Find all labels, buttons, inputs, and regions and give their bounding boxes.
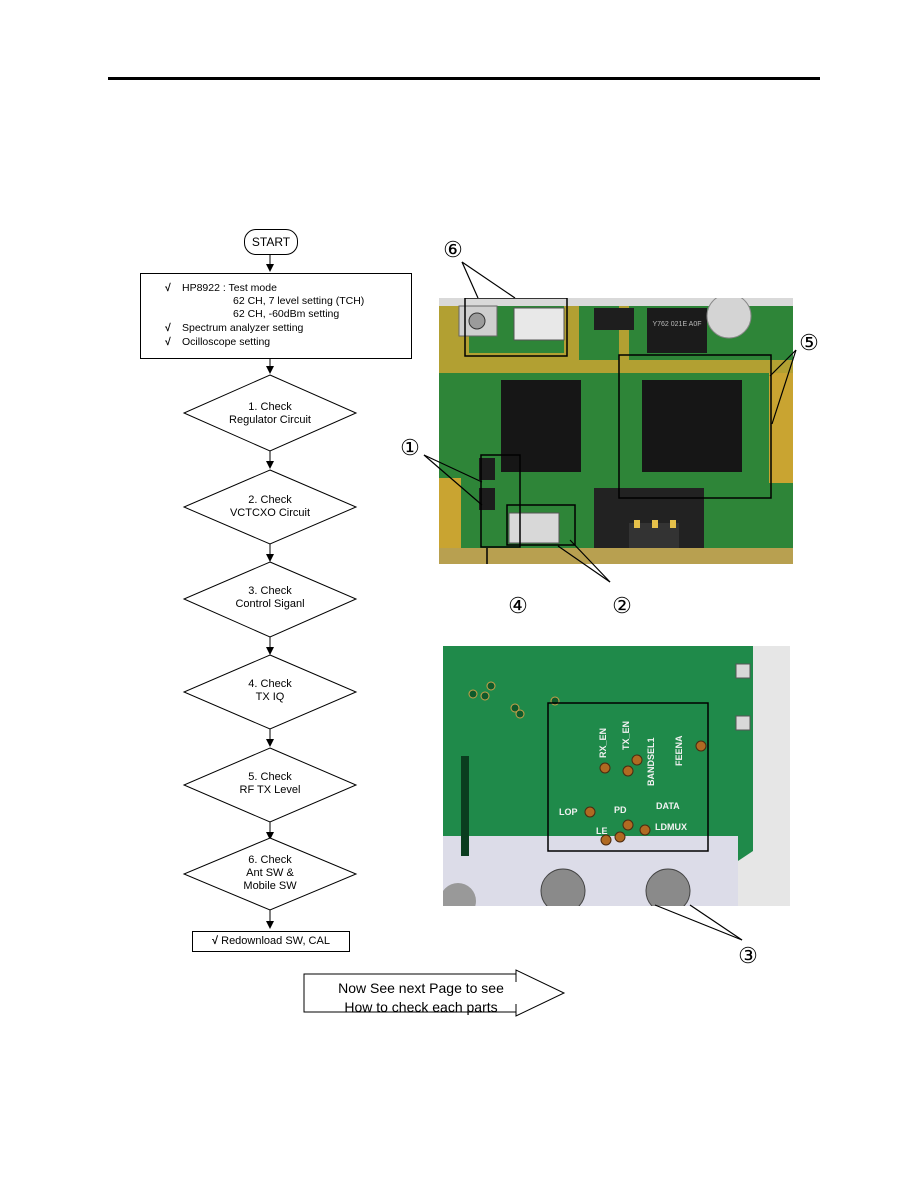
callout-2: ② (612, 593, 632, 618)
next-page-line: How to check each parts (344, 999, 498, 1015)
leader-line (769, 349, 797, 377)
leader-line (557, 545, 611, 583)
next-page-arrow-icon (303, 969, 566, 1017)
step-subtitle-2: Mobile SW (243, 880, 297, 892)
start-node: START (244, 229, 298, 255)
pcb-label-rx-en: RX_EN (598, 728, 608, 758)
setup-line: Ocilloscope setting (182, 336, 271, 348)
decision-diamond (182, 837, 358, 911)
leader-line (689, 904, 743, 941)
step-title: 1. Check (248, 401, 292, 413)
final-label: Redownload SW, CAL (221, 935, 330, 947)
check-mark: √ (165, 322, 171, 334)
step-title: 3. Check (248, 585, 292, 597)
step-5-label: 5. Check RF TX Level (185, 771, 355, 797)
pcb-label-le: LE (596, 826, 608, 836)
pcb-top-photo: Y762 021E A0F (439, 298, 793, 564)
leader-line (423, 454, 483, 483)
leader-line (569, 539, 611, 583)
pcb-label-pd: PD (614, 805, 627, 815)
step-subtitle: RF TX Level (239, 784, 301, 796)
pcb-bottom-photo: RX_EN TX_EN BANDSEL1 FEENA LOP PD DATA L… (443, 646, 790, 906)
chip-mark: Y762 021E A0F (652, 321, 701, 328)
decision-diamond (182, 747, 358, 823)
pcb-label-lop: LOP (559, 807, 578, 817)
pcb-label-data: DATA (656, 801, 680, 811)
leader-line (423, 454, 483, 506)
next-page-line: Now See next Page to see (338, 980, 504, 996)
check-mark: √ (165, 336, 171, 348)
step-4-label: 4. Check TX IQ (185, 678, 355, 704)
step-title: 5. Check (248, 771, 292, 783)
step-6-label: 6. Check Ant SW & Mobile SW (185, 854, 355, 893)
step-subtitle: Ant SW & (246, 867, 294, 879)
setup-line: HP8922 : Test mode (182, 282, 277, 294)
callout-4: ④ (508, 593, 528, 618)
final-box: √ Redownload SW, CAL (192, 931, 350, 952)
callout-5: ⑤ (799, 330, 819, 355)
pcb-label-bandsel: BANDSEL1 (646, 737, 656, 786)
next-page-text: Now See next Page to see How to check ea… (306, 979, 536, 1017)
step-title: 6. Check (248, 854, 292, 866)
setup-line: 62 CH, -60dBm setting (233, 308, 340, 320)
leader-line (461, 261, 479, 299)
step-title: 2. Check (248, 494, 292, 506)
check-mark: √ (165, 282, 171, 294)
leader-line (771, 349, 797, 425)
top-rule (108, 77, 820, 80)
setup-line: Spectrum analyzer setting (182, 322, 304, 334)
check-mark: √ (212, 935, 219, 947)
step-3-label: 3. Check Control Siganl (185, 585, 355, 611)
callout-1: ① (400, 435, 420, 460)
pcb-bottom-image: RX_EN TX_EN BANDSEL1 FEENA LOP PD DATA L… (443, 646, 790, 906)
step-subtitle: VCTCXO Circuit (229, 507, 311, 519)
leader-line (461, 261, 516, 299)
step-2-label: 2. Check VCTCXO Circuit (185, 494, 355, 520)
step-subtitle: TX IQ (255, 691, 285, 703)
pcb-top-image: Y762 021E A0F (439, 298, 793, 564)
decision-diamond (182, 374, 358, 452)
step-subtitle: Control Siganl (235, 598, 305, 610)
decision-diamond (182, 561, 358, 638)
pcb-label-tx-en: TX_EN (621, 721, 631, 750)
callout-6: ⑥ (443, 237, 463, 262)
decision-diamond (182, 654, 358, 730)
pcb-label-ldmux: LDMUX (655, 822, 687, 832)
leader-line (654, 904, 743, 941)
step-subtitle: Regulator Circuit (229, 414, 311, 426)
callout-3: ③ (738, 943, 758, 968)
pcb-label-feena: FEENA (674, 735, 684, 766)
step-title: 4. Check (248, 678, 292, 690)
decision-diamond (182, 469, 358, 545)
setup-line: 62 CH, 7 level setting (TCH) (233, 295, 365, 307)
setup-box: √ HP8922 : Test mode 62 CH, 7 level sett… (140, 273, 412, 359)
step-1-label: 1. Check Regulator Circuit (185, 401, 355, 427)
